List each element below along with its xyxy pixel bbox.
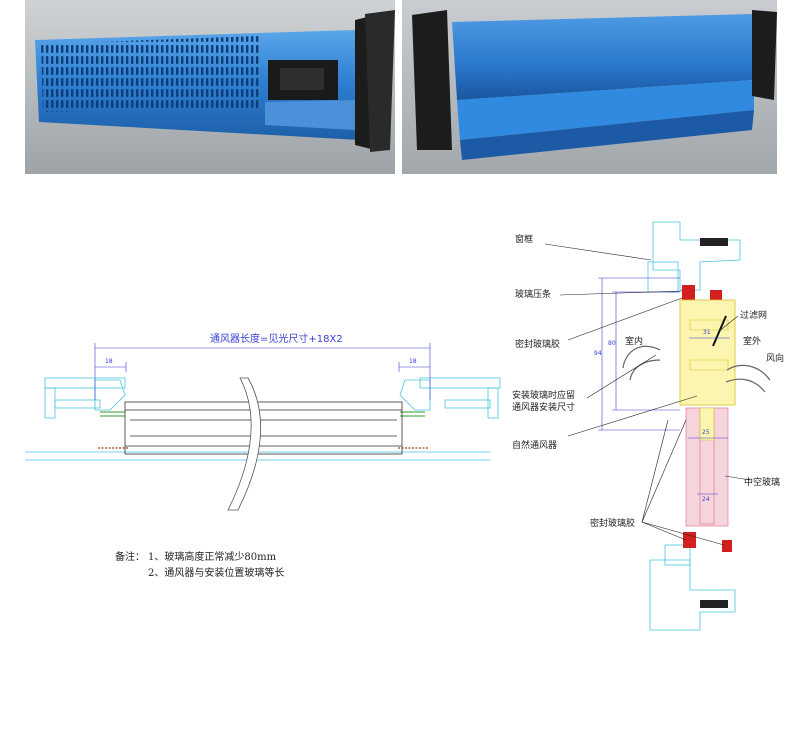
vent-front-photo [25,0,395,174]
vent-rear-photo [402,0,777,174]
note-line-2: 2、通风器与安装位置玻璃等长 [148,568,285,579]
label-filter-mesh: 过滤网 [740,311,768,321]
dim-25: 25 [702,429,710,436]
vent-length-formula: 通风器长度=见光尺寸+18X2 [210,334,343,345]
label-install-note-1: 安装玻璃时应留 [512,391,576,401]
dim-31: 31 [703,329,711,336]
dim-24: 24 [702,496,710,503]
label-install-note-2: 通风器安装尺寸 [512,403,576,413]
label-sealant-top: 密封玻璃胶 [515,340,561,350]
dim-94: 94 [594,350,602,357]
dim-left-18: 18 [105,358,113,365]
dim-right-18: 18 [409,358,417,365]
label-wind-direction: 风向 [766,354,785,364]
label-outdoor: 室外 [743,337,762,347]
notes-prefix: 备注： [115,552,145,563]
label-window-frame: 窗框 [515,235,534,245]
label-natural-vent: 自然通风器 [512,441,558,451]
dim-80: 80 [608,340,616,347]
label-sealant-bottom: 密封玻璃胶 [590,519,636,529]
label-glass-bead: 玻璃压条 [515,290,552,300]
note-line-1: 1、玻璃高度正常减少80mm [148,552,277,563]
label-indoor: 室内 [625,337,644,347]
label-insulated-glass: 中空玻璃 [744,478,781,488]
